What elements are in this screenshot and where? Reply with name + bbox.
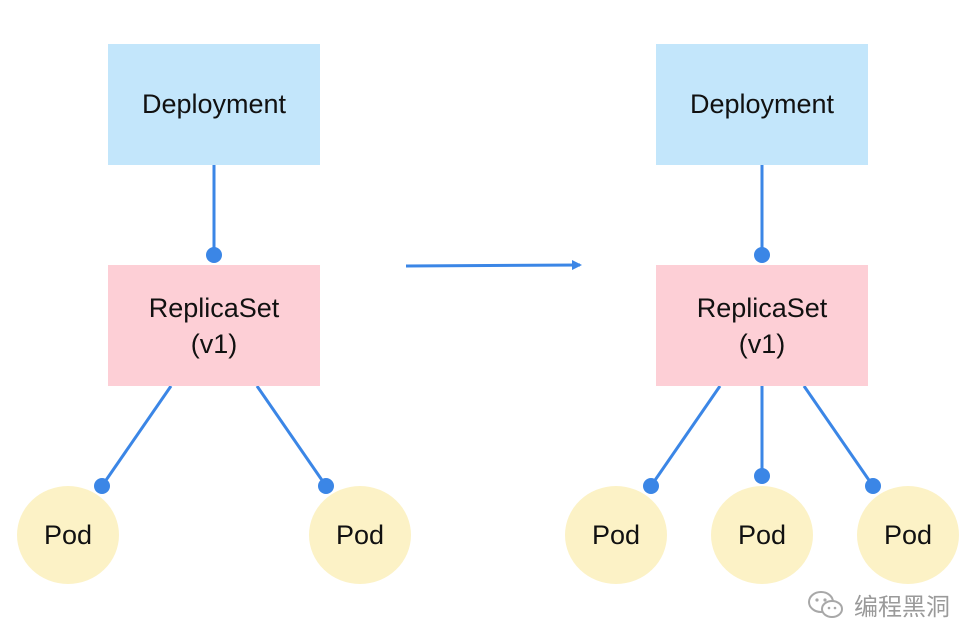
left-pod-1: Pod <box>17 486 119 584</box>
connector-dot <box>865 478 881 494</box>
left-replicaset-label: ReplicaSet <box>148 292 280 323</box>
pod-label: Pod <box>43 519 93 550</box>
connector-dot <box>754 247 770 263</box>
left-replicaset-node: ReplicaSet (v1) <box>108 265 320 386</box>
right-pod-2: Pod <box>711 486 813 584</box>
pod-label: Pod <box>737 519 787 550</box>
right-replicaset-label: ReplicaSet <box>696 292 828 323</box>
left-replicaset-version: (v1) <box>190 328 238 359</box>
edge-right-replicaset-pod-1 <box>649 385 722 487</box>
watermark-text: 编程黑洞 <box>854 593 950 621</box>
left-deployment-label: Deployment <box>141 89 287 119</box>
right-deployment-node: Deployment <box>656 44 868 165</box>
edge-left-replicaset-pod-1 <box>100 385 173 487</box>
connector-dot <box>94 478 110 494</box>
right-pod-1: Pod <box>565 486 667 584</box>
connector-dot <box>206 247 222 263</box>
right-deployment-label: Deployment <box>689 89 835 119</box>
pod-label: Pod <box>883 519 933 550</box>
right-replicaset-version: (v1) <box>738 328 786 359</box>
transition-arrow <box>405 260 582 271</box>
connector-dot <box>643 478 659 494</box>
right-pod-3: Pod <box>857 486 959 584</box>
connector-dot <box>754 468 770 484</box>
left-deployment-node: Deployment <box>108 44 320 165</box>
watermark: 编程黑洞 <box>806 587 950 622</box>
right-replicaset-node: ReplicaSet (v1) <box>656 265 868 386</box>
left-pod-2: Pod <box>309 486 411 584</box>
edge-left-replicaset-pod-2 <box>255 385 328 487</box>
wechat-icon <box>808 590 843 618</box>
edge-right-replicaset-pod-3 <box>802 385 875 487</box>
pod-label: Pod <box>591 519 641 550</box>
connector-dot <box>318 478 334 494</box>
pod-label: Pod <box>335 519 385 550</box>
